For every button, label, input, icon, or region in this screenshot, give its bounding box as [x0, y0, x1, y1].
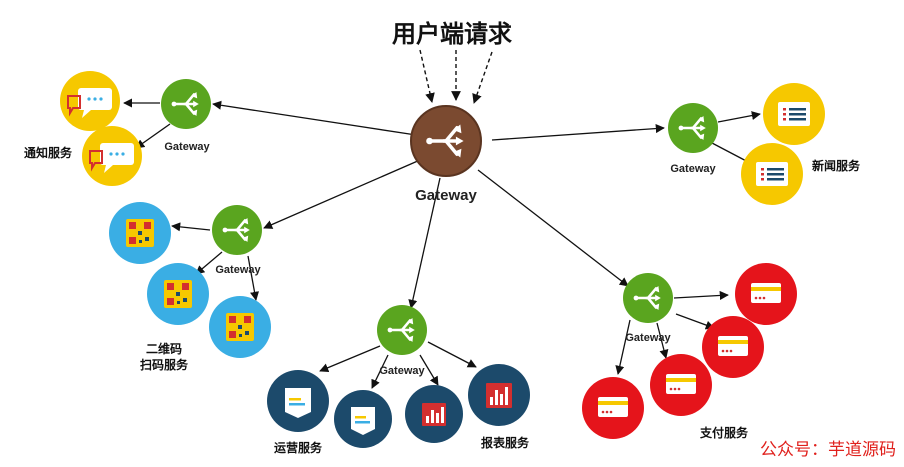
- credit-card-icon: [598, 397, 628, 417]
- notify-gateway: Gateway: [161, 79, 211, 153]
- pay-gateway: Gateway: [623, 273, 673, 344]
- ops-gateway-label: Gateway: [379, 365, 425, 377]
- scan-service-label-line2: 扫码服务: [140, 357, 189, 372]
- report-service-label: 报表服务: [481, 435, 530, 450]
- news-gateway: Gateway: [668, 103, 718, 175]
- ops-service-1: [267, 370, 329, 432]
- scan-service-label-line1: 二维码: [146, 341, 182, 356]
- qr-code-icon: [126, 219, 154, 247]
- watermark: 公众号：芋道源码: [760, 440, 896, 460]
- scan-gateway-label: Gateway: [215, 264, 261, 276]
- report-service-2: [468, 364, 530, 426]
- scan-service-2: [147, 263, 209, 325]
- bar-chart-icon: [486, 383, 512, 408]
- notify-gateway-label: Gateway: [164, 141, 210, 153]
- pay-service-label: 支付服务: [699, 425, 749, 440]
- main-gateway-label: Gateway: [415, 187, 477, 204]
- credit-card-icon: [718, 336, 748, 356]
- pay-gateway-label: Gateway: [625, 332, 671, 344]
- client-request-arrows: [419, 49, 493, 104]
- news-gateway-label: Gateway: [670, 163, 716, 175]
- diagram-title: 用户端请求: [392, 20, 512, 48]
- news-service-2: [741, 143, 803, 205]
- ops-gateway: Gateway: [377, 305, 427, 377]
- edges: [123, 98, 761, 389]
- notify-service-2: [82, 126, 142, 186]
- news-service-1: [763, 83, 825, 145]
- ops-service-2: [334, 390, 392, 448]
- pay-service-3: [650, 354, 712, 416]
- document-icon: [351, 407, 375, 435]
- news-service-label: 新闻服务: [812, 158, 861, 173]
- document-icon: [285, 388, 311, 418]
- notify-service-label: 通知服务: [24, 145, 73, 160]
- notify-service-1: [60, 71, 120, 131]
- chat-bubble-icon: [67, 88, 112, 118]
- scan-service-3: [209, 296, 271, 358]
- main-gateway: Gateway: [410, 105, 482, 204]
- ops-service-label: 运营服务: [274, 440, 323, 455]
- chat-bubble-icon: [89, 143, 134, 173]
- list-document-icon: [756, 162, 788, 186]
- list-document-icon: [778, 102, 810, 126]
- scan-service-1: [109, 202, 171, 264]
- pay-service-1: [735, 263, 797, 325]
- qr-code-icon: [164, 280, 192, 308]
- credit-card-icon: [666, 374, 696, 394]
- pay-service-2: [702, 316, 764, 378]
- credit-card-icon: [751, 283, 781, 303]
- pay-service-4: [582, 377, 644, 439]
- report-service-1: [405, 385, 463, 443]
- scan-gateway: Gateway: [212, 205, 262, 276]
- bar-chart-icon: [422, 403, 446, 426]
- qr-code-icon: [226, 313, 254, 341]
